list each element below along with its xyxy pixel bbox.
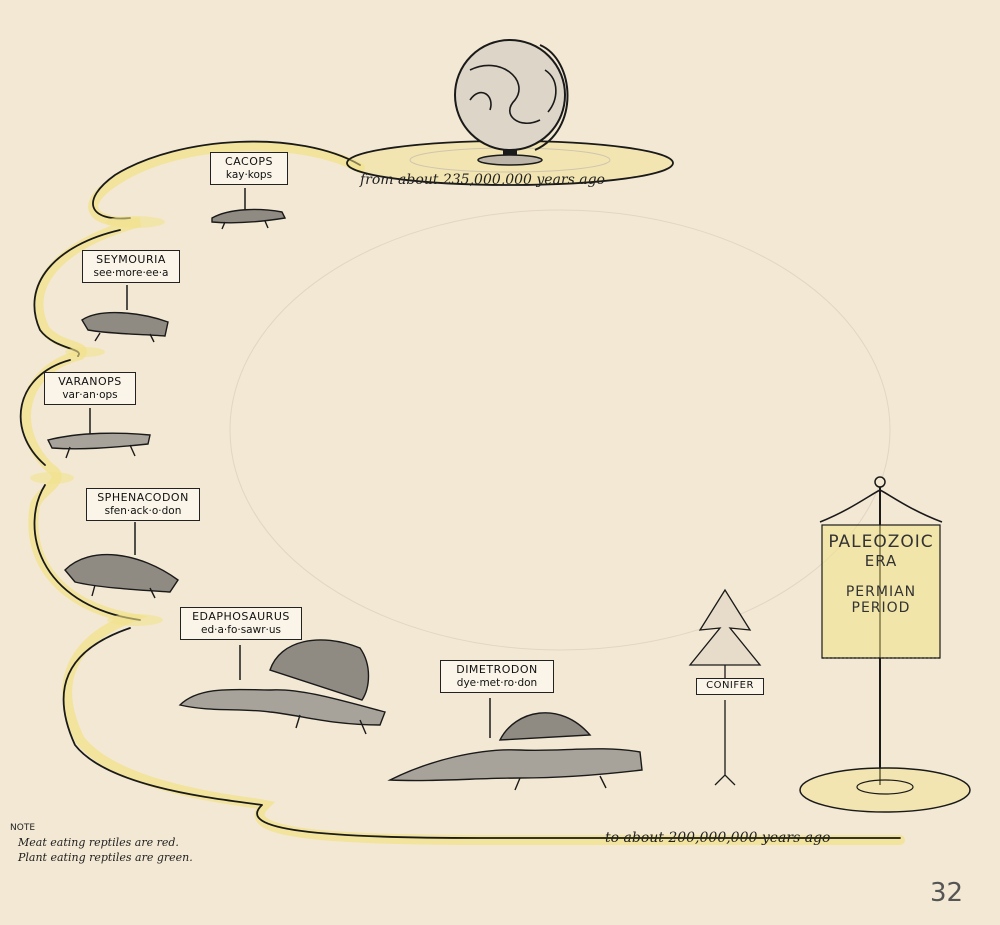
dimetrodon-icon bbox=[387, 712, 643, 791]
sign-pronunciation: ed·a·fo·sawr·us bbox=[201, 623, 281, 636]
path-highlight bbox=[21, 141, 905, 845]
sign-name: SEYMOURIA bbox=[96, 253, 166, 266]
sign-cacops: CACOPS kay·kops bbox=[210, 152, 288, 185]
conifer-icon bbox=[688, 588, 762, 786]
era-title: PALEOZOIC bbox=[828, 532, 934, 552]
seymouria-icon bbox=[81, 311, 169, 343]
globe-icon bbox=[454, 39, 569, 166]
sign-pronunciation: kay·kops bbox=[225, 168, 273, 181]
sign-pronunciation: see·more·ee·a bbox=[93, 266, 169, 279]
varanops-icon bbox=[46, 432, 151, 459]
sign-name: VARANOPS bbox=[58, 375, 122, 388]
sign-pronunciation: var·an·ops bbox=[62, 388, 118, 401]
note-line-1: Meat eating reptiles are red. bbox=[18, 835, 179, 849]
sign-conifer: CONIFER bbox=[696, 678, 764, 695]
sign-name: CONIFER bbox=[706, 680, 754, 691]
sign-seymouria: SEYMOURIA see·more·ee·a bbox=[82, 250, 180, 283]
era-banner-graphic bbox=[799, 476, 971, 813]
sign-varanops: VARANOPS var·an·ops bbox=[44, 372, 136, 405]
sign-name: SPHENACODON bbox=[97, 491, 189, 504]
sign-pronunciation: dye·met·ro·don bbox=[456, 676, 538, 689]
sphenacodon-icon bbox=[64, 553, 179, 599]
note-title: NOTE bbox=[10, 823, 36, 833]
note-block: NOTE Meat eating reptiles are red. Plant… bbox=[10, 822, 193, 865]
era-banner: PALEOZOIC ERA PERMIAN PERIOD bbox=[822, 532, 940, 616]
period-title: PERMIAN bbox=[845, 584, 917, 600]
note-line-2: Plant eating reptiles are green. bbox=[18, 850, 193, 864]
sign-name: DIMETRODON bbox=[456, 663, 538, 676]
edaphosaurus-icon bbox=[178, 639, 386, 735]
page-number: 32 bbox=[930, 878, 964, 908]
bottom-caption: to about 200,000,000 years ago bbox=[605, 830, 831, 846]
sign-edaphosaurus: EDAPHOSAURUS ed·a·fo·sawr·us bbox=[180, 607, 302, 640]
sign-sphenacodon: SPHENACODON sfen·ack·o·don bbox=[86, 488, 200, 521]
sign-name: EDAPHOSAURUS bbox=[192, 610, 290, 623]
cacops-icon bbox=[211, 208, 287, 230]
sign-name: CACOPS bbox=[225, 155, 273, 168]
period-subtitle: PERIOD bbox=[851, 600, 911, 616]
sign-pronunciation: sfen·ack·o·don bbox=[104, 504, 182, 517]
timeline-path bbox=[19, 140, 901, 839]
era-subtitle: ERA bbox=[864, 552, 898, 570]
sign-dimetrodon: DIMETRODON dye·met·ro·don bbox=[440, 660, 554, 693]
top-caption: from about 235,000,000 years ago bbox=[360, 172, 605, 188]
pencil-guide-ellipse bbox=[229, 209, 891, 651]
